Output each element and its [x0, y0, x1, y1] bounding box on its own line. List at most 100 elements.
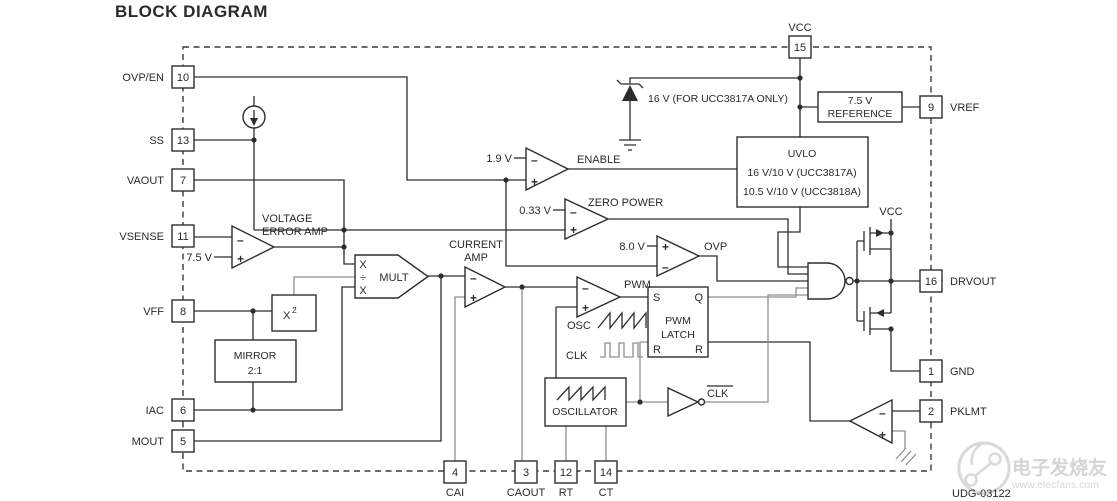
pin-labels: OVP/EN SS VAOUT VSENSE VFF IAC MOUT CAI … [119, 22, 996, 499]
pin-11-vsense: 11 [171, 224, 195, 248]
pwm-minus: – [582, 281, 589, 295]
multiplier-block [354, 254, 430, 299]
wire-fets [890, 233, 920, 372]
pin-label-ct: CT [599, 487, 614, 499]
wire-uvlo-gate [777, 207, 808, 268]
wire-osc-ramp [555, 306, 577, 378]
error-amp-label1: VOLTAGE [262, 213, 312, 225]
pin-number: 9 [928, 102, 934, 114]
latch-r-left: R [653, 344, 661, 356]
pin-label-caout: CAOUT [507, 487, 546, 499]
pin-number: 2 [928, 406, 934, 418]
error-amp-minus: – [237, 233, 244, 247]
wire-zener [629, 77, 800, 140]
pin-number: 15 [794, 42, 806, 54]
latch-q: Q [694, 292, 703, 304]
pwm-comparator [576, 275, 622, 319]
pwm-plus: + [582, 301, 589, 315]
ovp-ref: 8.0 V [619, 241, 645, 253]
wire-squarer-mult [293, 276, 355, 295]
wire-clkbar-gate [704, 294, 808, 403]
junction-dots [250, 75, 894, 413]
pin-4-cai: 4 [443, 460, 467, 484]
pin-label-vcc: VCC [788, 22, 811, 34]
pwm-label: PWM [624, 279, 651, 291]
clock-waveform-icon [600, 342, 643, 358]
pin-label-ovpen: OVP/EN [122, 72, 164, 84]
zero-power-comparator [564, 197, 610, 241]
wires-dark [194, 58, 920, 442]
reference-line2: REFERENCE [828, 108, 893, 120]
wire-pklmt-reset [708, 341, 850, 422]
mult-in-mid: ÷ [360, 272, 366, 284]
drawing-number: UDG-03122 [952, 488, 1011, 500]
pin-7-vaout: 7 [171, 168, 195, 192]
pin-13-ss: 13 [171, 128, 195, 152]
enable-ref: 1.9 V [486, 153, 512, 165]
pin-15-vcc: 15 [788, 35, 812, 59]
error-amp-ref: 7.5 V [186, 252, 212, 264]
watermark-logo-dot1 [964, 473, 978, 487]
ovp-plus: + [662, 240, 669, 254]
squarer-exponent: 2 [292, 305, 297, 315]
pin-number: 13 [177, 135, 189, 147]
pin-label-drvout: DRVOUT [950, 276, 997, 288]
pin-label-rt: RT [559, 487, 574, 499]
pin-number: 1 [928, 366, 934, 378]
pin-number: 11 [177, 231, 188, 243]
watermark: 电子发烧友 www.elecfans.com [957, 441, 1107, 495]
zero-power-label: ZERO POWER [588, 197, 663, 209]
watermark-logo-tail [970, 441, 985, 466]
clk-bar-label: CLK [707, 388, 729, 400]
enable-label: ENABLE [577, 154, 620, 166]
watermark-site: www.elecfans.com [1011, 479, 1099, 491]
osc-label: OSC [567, 320, 591, 332]
nand-gate [807, 262, 854, 300]
vcc-driver-label: VCC [879, 206, 902, 218]
ground-icon [619, 139, 641, 151]
pin-label-pklmt: PKLMT [950, 406, 987, 418]
latch-line1: PWM [665, 315, 691, 327]
watermark-brand: 电子发烧友 [1012, 456, 1107, 479]
watermark-logo-dot2 [988, 452, 1002, 466]
enable-plus: + [531, 175, 538, 189]
current-amp-plus: + [470, 291, 477, 305]
reference-line1: 7.5 V [848, 95, 873, 107]
inverter-gate [667, 386, 706, 418]
pin-label-vff: VFF [143, 306, 164, 318]
zero-power-plus: + [570, 223, 577, 237]
zener-note: 16 V (FOR UCC3817A ONLY) [648, 93, 788, 105]
reference-block [817, 91, 903, 123]
pin-label-cai: CAI [446, 487, 464, 499]
ground-icon-pklmt [895, 447, 917, 466]
uvlo-line1: UVLO [788, 148, 817, 160]
pin-number: 14 [600, 467, 612, 479]
squarer-block [271, 294, 317, 332]
pin-10-ovpen: 10 [171, 65, 195, 89]
uvlo-block [736, 136, 869, 208]
uvlo-line3: 10.5 V/10 V (UCC3818A) [743, 186, 861, 198]
nmos-transistor-icon [857, 307, 891, 335]
wire-vaout-mult [194, 179, 355, 265]
uvlo-line2: 16 V/10 V (UCC3817A) [747, 167, 856, 179]
mult-label: MULT [379, 272, 408, 284]
pin-number: 8 [180, 306, 186, 318]
current-amp-label2: AMP [464, 252, 488, 264]
watermark-logo-link [974, 462, 992, 477]
pin-label-ss: SS [149, 135, 164, 147]
pin-number: 16 [925, 276, 937, 288]
pin-8-vff: 8 [171, 299, 195, 323]
wire-pklmt-gnd [892, 430, 906, 449]
current-amp-minus: – [470, 271, 477, 285]
pin-9-vref: 9 [919, 95, 943, 119]
pin-label-iac: IAC [146, 405, 164, 417]
pin-3-caout: 3 [514, 460, 538, 484]
mult-in-top: X [359, 259, 367, 271]
page-title: BLOCK DIAGRAM [115, 2, 268, 21]
mult-in-bottom: X [359, 285, 367, 297]
wire-ovpen-enable [194, 76, 526, 181]
pin-number: 7 [180, 175, 186, 187]
oscillator-sawtooth-icon [556, 385, 606, 402]
